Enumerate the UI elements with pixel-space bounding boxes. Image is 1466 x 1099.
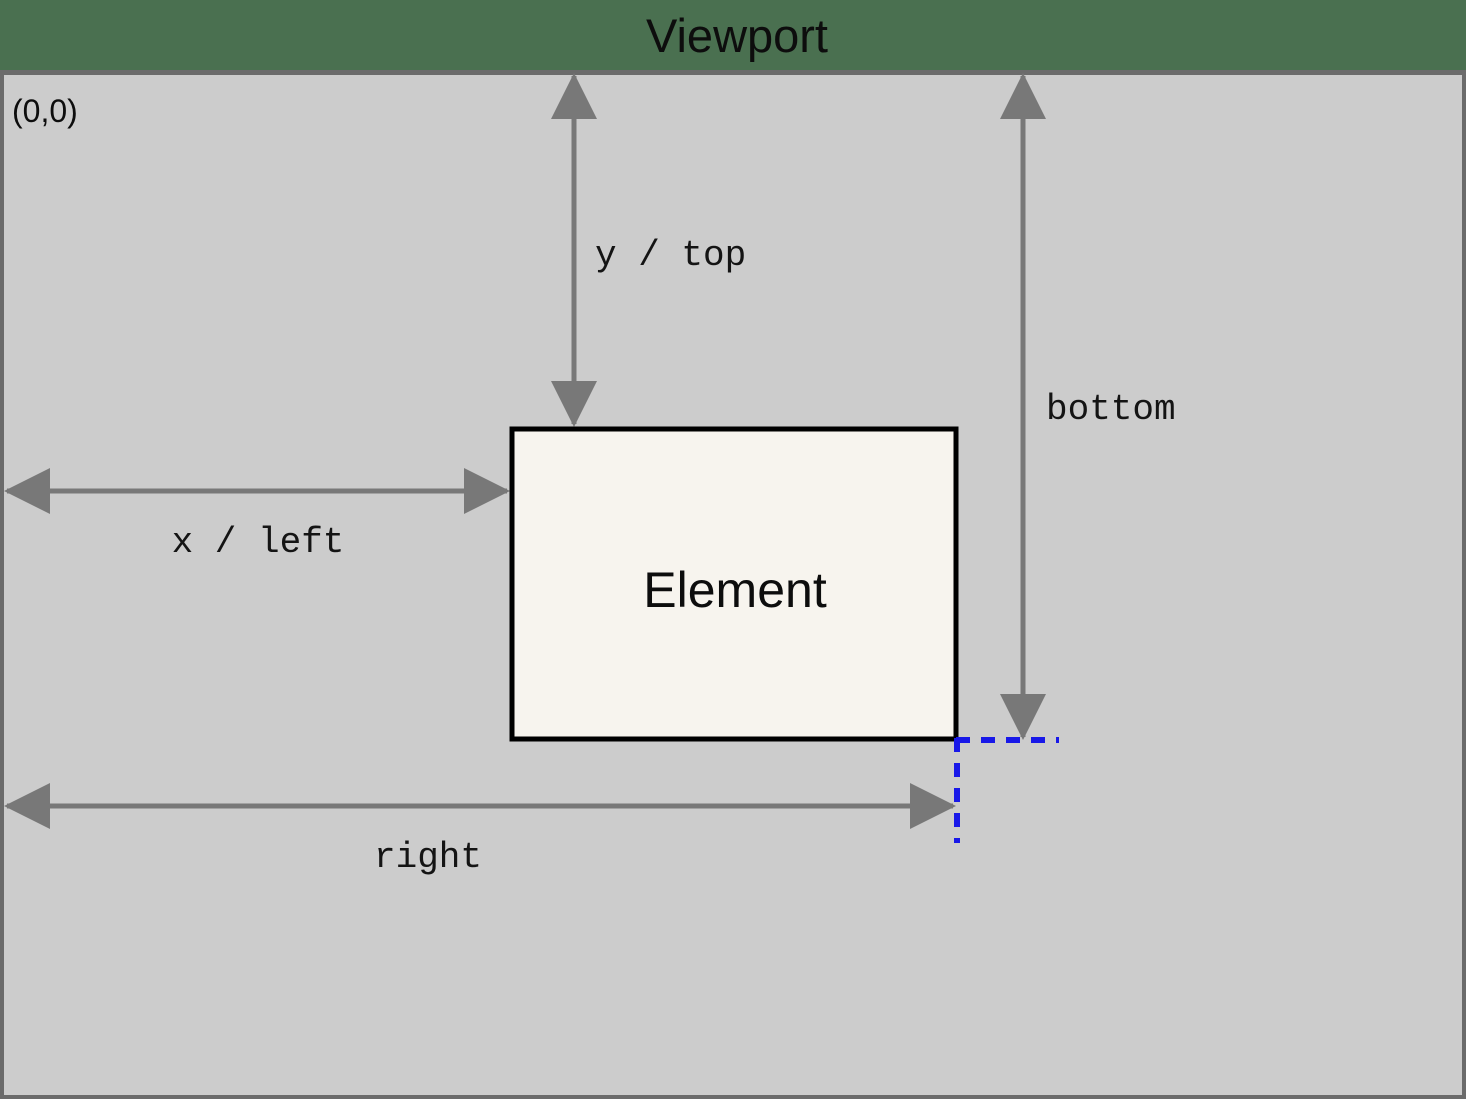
measure-right: right [4, 783, 956, 878]
y-top-arrowhead-down [551, 381, 597, 427]
bottom-arrowhead-down [1000, 694, 1046, 740]
element-label: Element [643, 562, 827, 618]
measure-bottom: bottom [1000, 73, 1176, 740]
y-top-label: y / top [595, 235, 746, 276]
measure-y-top: y / top [551, 73, 746, 427]
x-left-arrowhead-left [4, 468, 50, 514]
measure-x-left: x / left [4, 468, 510, 563]
x-left-arrowhead-right [464, 468, 510, 514]
viewport-title: Viewport [646, 9, 828, 62]
origin-label: (0,0) [12, 93, 78, 129]
y-top-arrowhead-up [551, 73, 597, 119]
header-band [0, 0, 1466, 71]
bottom-label: bottom [1046, 389, 1176, 430]
right-arrowhead-right [910, 783, 956, 829]
bottom-arrowhead-up [1000, 73, 1046, 119]
right-arrowhead-left [4, 783, 50, 829]
right-label: right [374, 837, 482, 878]
x-left-label: x / left [172, 522, 345, 563]
element-box [509, 426, 959, 742]
